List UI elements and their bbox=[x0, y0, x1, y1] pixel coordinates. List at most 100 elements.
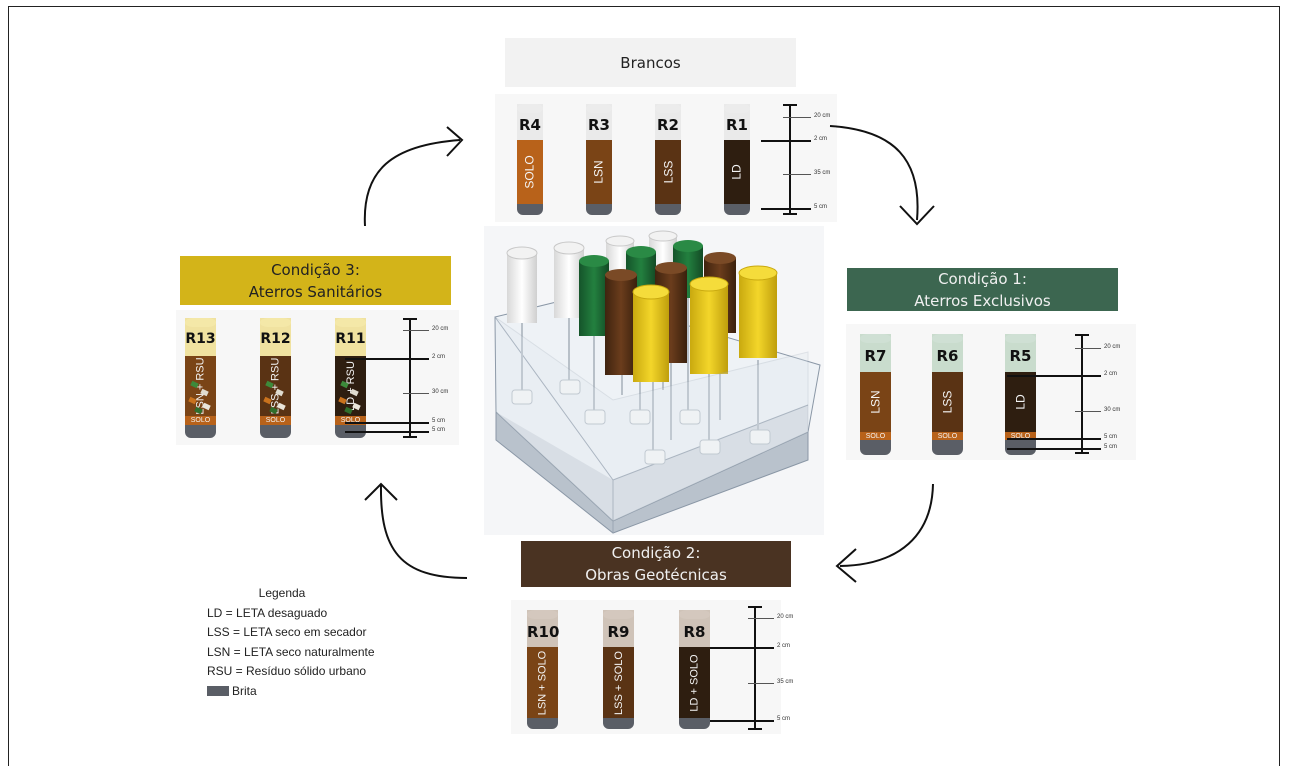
tube-cap bbox=[860, 334, 891, 343]
tube-r8: R8 LD + SOLO bbox=[679, 610, 710, 729]
tube-content: LSS + RSU bbox=[260, 356, 291, 416]
tube-solo-band: SOLO bbox=[860, 432, 891, 440]
scale-endcap bbox=[403, 436, 417, 438]
scale-tick bbox=[1007, 448, 1101, 450]
scale-tick bbox=[761, 208, 811, 210]
tube-solo-label: SOLO bbox=[937, 432, 958, 440]
tube-content: LSN + SOLO bbox=[527, 647, 558, 718]
scale-tick bbox=[783, 117, 811, 118]
tube-cap bbox=[932, 334, 963, 343]
tube-brita-base bbox=[932, 440, 963, 455]
scale-tick-label: 5 cm bbox=[1104, 444, 1118, 450]
tube-solo-band: SOLO bbox=[260, 416, 291, 425]
scale-tick-label: 20 cm bbox=[814, 113, 831, 119]
scale-tick bbox=[748, 683, 774, 684]
tube-id-label: R10 bbox=[527, 622, 560, 641]
tube-id-label: R2 bbox=[657, 116, 679, 134]
tube-content: LD + SOLO bbox=[679, 647, 710, 718]
tube-solo-band: SOLO bbox=[335, 416, 366, 425]
condicao1-header: Condição 1: Aterros Exclusivos bbox=[847, 268, 1118, 311]
scale-tick-label: 35 cm bbox=[777, 679, 794, 685]
scale-tick-label: 20 cm bbox=[777, 614, 794, 620]
scale-tick-label: 5 cm bbox=[432, 427, 446, 433]
tube-cap bbox=[185, 318, 216, 327]
tube-content: LSN + RSU bbox=[185, 356, 216, 416]
scale-tick-label: 30 cm bbox=[432, 389, 449, 395]
tube-id-label: R8 bbox=[683, 622, 706, 641]
scale-tick-label: 2 cm bbox=[777, 643, 791, 649]
tube-content: LD + RSU bbox=[335, 356, 366, 416]
scale-endcap bbox=[783, 104, 797, 106]
tube-solo-band: SOLO bbox=[1005, 432, 1036, 440]
condicao1-title-line1: Condição 1: bbox=[938, 269, 1027, 288]
tube-solo-label: SOLO bbox=[865, 432, 886, 440]
legend-item-rsu: RSU = Resíduo sólido urbano bbox=[207, 664, 367, 678]
tube-id-label: R1 bbox=[726, 116, 748, 134]
scale-tick-label: 5 cm bbox=[814, 204, 828, 210]
tube-solo-label: SOLO bbox=[190, 417, 211, 424]
legend-brita-label: Brita bbox=[232, 683, 257, 698]
scale-tick bbox=[1075, 411, 1101, 412]
scale-tick bbox=[710, 720, 774, 722]
tube-content: LSN bbox=[586, 140, 612, 204]
tube-brita-base bbox=[517, 204, 543, 215]
scale-line bbox=[754, 606, 756, 730]
scale-tick-label: 2 cm bbox=[432, 354, 446, 360]
condicao3-header: Condição 3: Aterros Sanitários bbox=[180, 256, 451, 305]
scale-tick bbox=[1075, 348, 1101, 349]
scale-line bbox=[409, 318, 411, 438]
condicao1-title-line2: Aterros Exclusivos bbox=[914, 291, 1051, 310]
scale-tick bbox=[783, 174, 811, 175]
tube-content: LD bbox=[724, 140, 750, 204]
tube-cap bbox=[655, 104, 681, 113]
scale-tick bbox=[710, 647, 774, 649]
tube-id-label: R11 bbox=[335, 331, 366, 347]
brita-swatch bbox=[207, 685, 229, 696]
condicao3-title-line2: Aterros Sanitários bbox=[248, 282, 383, 301]
tube-content-label: LD + SOLO bbox=[688, 653, 701, 712]
tube-brita-base bbox=[185, 425, 216, 438]
tube-brita-base bbox=[860, 440, 891, 455]
legend-item-lsn: LSN = LETA seco naturalmente bbox=[207, 644, 375, 659]
scale-tick bbox=[403, 393, 429, 394]
scale-tick bbox=[761, 140, 811, 142]
legend-title: Legenda bbox=[258, 586, 306, 600]
scale-endcap bbox=[1075, 452, 1089, 454]
tube-content: SOLO bbox=[517, 140, 543, 204]
tube-content-label: LSS + SOLO bbox=[612, 650, 625, 715]
tube-id-label: R6 bbox=[936, 347, 959, 365]
scale-endcap bbox=[748, 606, 762, 608]
tube-content: LD bbox=[1005, 372, 1036, 432]
tube-content-label: LSS bbox=[661, 160, 675, 184]
tube-content-label: LSN bbox=[592, 160, 606, 184]
legend: Legenda LD = LETA desaguado LSS = LETA s… bbox=[207, 584, 375, 701]
scale-tick-label: 20 cm bbox=[432, 326, 449, 332]
scale-tick-label: 20 cm bbox=[1104, 344, 1121, 350]
tube-id-label: R9 bbox=[607, 622, 630, 641]
scale-tick-label: 2 cm bbox=[1104, 371, 1118, 377]
tube-solo-label: SOLO bbox=[340, 417, 361, 424]
scale-tick bbox=[403, 330, 429, 331]
tube-cap bbox=[1005, 334, 1036, 343]
condicao3-title-line1: Condição 3: bbox=[271, 260, 360, 279]
tube-cap bbox=[335, 318, 366, 327]
tube-content: LSS + SOLO bbox=[603, 647, 634, 718]
condicao2-title-line2: Obras Geotécnicas bbox=[585, 566, 727, 584]
tube-content: LSN bbox=[860, 372, 891, 432]
condicao2-title-line1: Condição 2: bbox=[611, 544, 701, 562]
scale-tick bbox=[345, 422, 429, 424]
tube-content-label: LD bbox=[730, 164, 744, 180]
tube-cap bbox=[679, 610, 710, 619]
tube-cap bbox=[527, 610, 558, 619]
tube-brita-base bbox=[603, 718, 634, 729]
tube-cap bbox=[603, 610, 634, 619]
tube-id-label: R7 bbox=[864, 347, 887, 365]
scale-tick bbox=[1007, 438, 1101, 440]
tube-content-label: LSN bbox=[868, 390, 883, 414]
scale-endcap bbox=[783, 213, 797, 215]
